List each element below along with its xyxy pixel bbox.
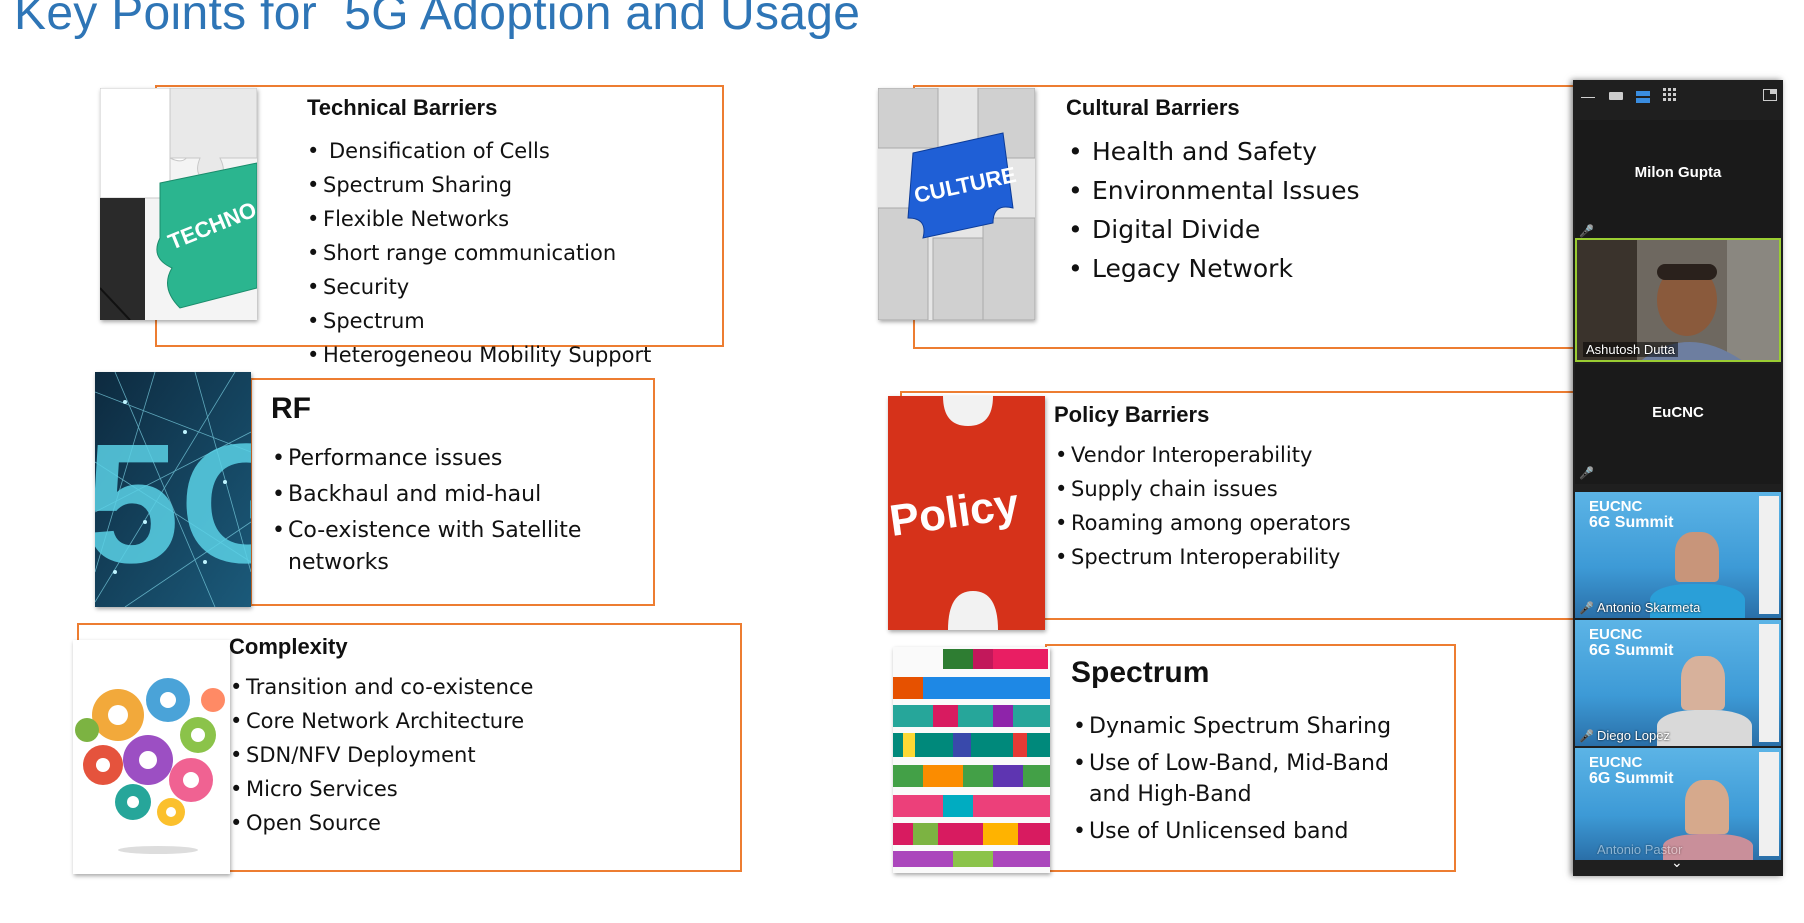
complexity-brain-image bbox=[73, 640, 230, 874]
list-item: Environmental Issues bbox=[1068, 171, 1360, 210]
technical-heading: Technical Barriers bbox=[307, 95, 498, 120]
scroll-down-chevron-icon[interactable]: ⌄ bbox=[1671, 854, 1683, 870]
participant-panel: — Milon Gupta 🎤 Ashutosh Dutta EuCNC 🎤 E… bbox=[1573, 80, 1783, 876]
policy-list: Vendor Interoperability Supply chain iss… bbox=[1055, 438, 1351, 574]
eucnc-logo: EUCNC bbox=[1589, 754, 1643, 771]
speaker-view-icon[interactable] bbox=[1609, 92, 1623, 100]
participant-video-person bbox=[1681, 656, 1725, 710]
gallery-view-icon[interactable] bbox=[1663, 88, 1677, 108]
minimize-icon[interactable]: — bbox=[1581, 88, 1595, 104]
cultural-puzzle-image: CULTURE bbox=[878, 88, 1035, 320]
list-item: Use of Unlicensed band bbox=[1073, 816, 1433, 847]
complexity-list: Transition and co-existence Core Network… bbox=[230, 670, 533, 840]
complexity-heading: Complexity bbox=[229, 634, 348, 659]
list-item: Spectrum bbox=[307, 304, 651, 338]
list-item: Roaming among operators bbox=[1055, 506, 1351, 540]
list-item: Performance issues bbox=[272, 443, 632, 475]
rf-5g-image: 5G bbox=[95, 372, 251, 607]
participant-tile[interactable]: EUCNC 6G Summit Antonio Skarmeta 🎤 bbox=[1575, 492, 1781, 618]
rf-heading: RF bbox=[271, 392, 311, 425]
technical-list: Densification of Cells Spectrum Sharing … bbox=[307, 134, 651, 372]
list-item: SDN/NFV Deployment bbox=[230, 738, 533, 772]
rf-box bbox=[250, 378, 655, 606]
list-item: Dynamic Spectrum Sharing bbox=[1073, 711, 1433, 742]
summit-logo: 6G Summit bbox=[1589, 642, 1674, 659]
participant-tile-active[interactable]: Ashutosh Dutta bbox=[1575, 238, 1781, 362]
list-item: Vendor Interoperability bbox=[1055, 438, 1351, 472]
muted-mic-icon: 🎤 bbox=[1579, 601, 1594, 615]
list-item: Short range communication bbox=[307, 236, 651, 270]
strip-view-icon[interactable] bbox=[1636, 90, 1650, 103]
popout-icon[interactable] bbox=[1763, 88, 1777, 108]
list-item: Backhaul and mid-haul bbox=[272, 479, 632, 511]
rf-list: Performance issues Backhaul and mid-haul… bbox=[272, 443, 632, 579]
list-item: Digital Divide bbox=[1068, 210, 1360, 249]
list-item: Use of Low-Band, Mid-Band and High-Band bbox=[1073, 748, 1433, 810]
summit-logo: 6G Summit bbox=[1589, 514, 1674, 531]
list-item: Security bbox=[307, 270, 651, 304]
list-item: Health and Safety bbox=[1068, 132, 1360, 171]
list-item: Densification of Cells bbox=[307, 134, 651, 168]
list-item: Spectrum Interoperability bbox=[1055, 540, 1351, 574]
muted-mic-icon: 🎤 bbox=[1579, 729, 1594, 743]
sponsor-strip bbox=[1759, 496, 1779, 614]
video-feed bbox=[1577, 240, 1779, 360]
participant-video-person bbox=[1685, 780, 1729, 834]
muted-mic-icon: 🎤 bbox=[1579, 466, 1594, 480]
list-item: Micro Services bbox=[230, 772, 533, 806]
participant-tile[interactable]: EUCNC 6G Summit Antonio Pastor bbox=[1575, 748, 1781, 860]
list-item: Co-existence with Satellite networks bbox=[272, 515, 632, 579]
participant-name: EuCNC bbox=[1652, 404, 1704, 421]
spectrum-list: Dynamic Spectrum Sharing Use of Low-Band… bbox=[1073, 711, 1433, 847]
list-item: Flexible Networks bbox=[307, 202, 651, 236]
policy-puzzle-image: Policy bbox=[888, 396, 1045, 630]
sponsor-strip bbox=[1759, 752, 1779, 856]
list-item: Spectrum Sharing bbox=[307, 168, 651, 202]
list-item: Core Network Architecture bbox=[230, 704, 533, 738]
slide-title: Key Points for 5G Adoption and Usage bbox=[14, 0, 861, 40]
participant-name: Diego Lopez bbox=[1597, 728, 1670, 743]
participant-video-body bbox=[1663, 834, 1753, 860]
technical-puzzle-image: TECHNO NESS bbox=[100, 88, 257, 320]
policy-heading: Policy Barriers bbox=[1054, 402, 1210, 427]
fiveg-image-text: 5G bbox=[95, 409, 251, 599]
cultural-heading: Cultural Barriers bbox=[1066, 95, 1240, 120]
cultural-list: Health and Safety Environmental Issues D… bbox=[1068, 132, 1360, 288]
list-item: Transition and co-existence bbox=[230, 670, 533, 704]
spectrum-heading: Spectrum bbox=[1071, 656, 1210, 689]
participant-name: Ashutosh Dutta bbox=[1583, 342, 1678, 357]
participant-video-body bbox=[1657, 710, 1752, 746]
participant-name: Antonio Pastor bbox=[1597, 842, 1683, 857]
participant-video-body bbox=[1650, 584, 1745, 618]
list-item: Open Source bbox=[230, 806, 533, 840]
list-item: Supply chain issues bbox=[1055, 472, 1351, 506]
list-item: Legacy Network bbox=[1068, 249, 1360, 288]
sponsor-strip bbox=[1759, 624, 1779, 742]
participant-tile[interactable]: EUCNC 6G Summit Diego Lopez 🎤 bbox=[1575, 620, 1781, 746]
participant-video-person bbox=[1675, 532, 1719, 582]
list-item: Heterogeneou Mobility Support bbox=[307, 338, 651, 372]
summit-logo: 6G Summit bbox=[1589, 770, 1674, 787]
participant-tile[interactable]: EuCNC 🎤 bbox=[1575, 364, 1781, 484]
participant-name: Antonio Skarmeta bbox=[1597, 600, 1701, 615]
participant-name: Milon Gupta bbox=[1634, 164, 1722, 181]
muted-mic-icon: 🎤 bbox=[1579, 224, 1594, 238]
participant-tile[interactable]: Milon Gupta 🎤 bbox=[1575, 120, 1781, 240]
eucnc-logo: EUCNC bbox=[1589, 498, 1643, 515]
spectrum-chart-image bbox=[893, 647, 1050, 873]
eucnc-logo: EUCNC bbox=[1589, 626, 1643, 643]
